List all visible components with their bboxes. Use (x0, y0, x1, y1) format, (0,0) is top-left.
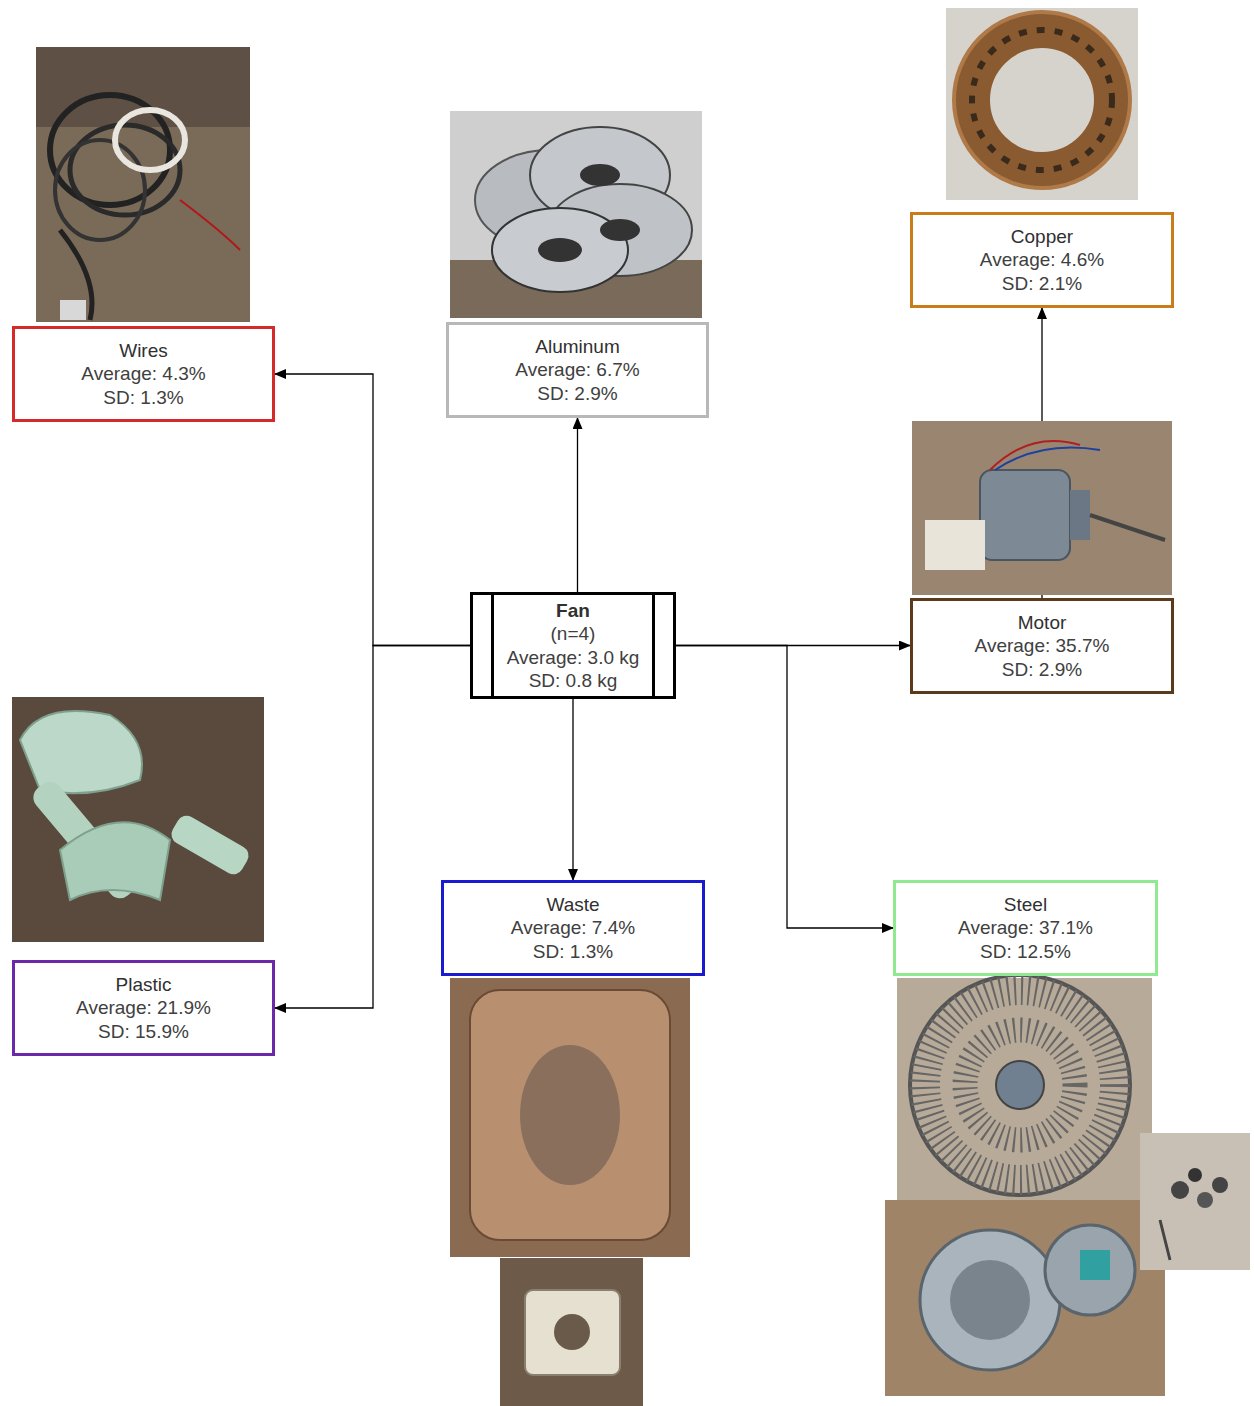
node-value: SD: 2.9% (1002, 658, 1082, 681)
steel-photo (885, 975, 1250, 1396)
material-box: WasteAverage: 7.4%SD: 1.3% (441, 880, 705, 976)
flow-arrow (275, 374, 470, 646)
node-title: Aluminum (535, 335, 619, 358)
node-title: Fan (556, 599, 590, 622)
node-title: Steel (1004, 893, 1047, 916)
wires-photo (36, 47, 250, 322)
node-value: SD: 2.9% (537, 382, 617, 405)
material-box: WiresAverage: 4.3%SD: 1.3% (12, 326, 275, 422)
node-value: SD: 1.3% (533, 940, 613, 963)
flow-arrow (572, 699, 573, 880)
material-box: SteelAverage: 37.1%SD: 12.5% (893, 880, 1158, 976)
node-title: Plastic (116, 973, 172, 996)
plastic-photo (12, 697, 264, 942)
source-box: Fan(n=4)Average: 3.0 kgSD: 0.8 kg (470, 592, 676, 699)
node-value: Average: 37.1% (958, 916, 1093, 939)
flow-arrow (676, 646, 893, 929)
node-value: (n=4) (551, 622, 596, 645)
node-value: SD: 2.1% (1002, 272, 1082, 295)
motor-photo (912, 421, 1172, 595)
waste-photo (450, 978, 690, 1406)
node-value: SD: 1.3% (103, 386, 183, 409)
node-value: Average: 7.4% (511, 916, 635, 939)
node-value: Average: 4.6% (980, 248, 1104, 271)
node-title: Motor (1018, 611, 1067, 634)
flow-arrow (577, 418, 578, 592)
material-box: PlasticAverage: 21.9%SD: 15.9% (12, 960, 275, 1056)
node-value: SD: 12.5% (980, 940, 1071, 963)
node-value: Average: 3.0 kg (507, 646, 640, 669)
copper-photo (946, 8, 1138, 200)
process-bar (491, 595, 494, 696)
aluminum-photo (450, 111, 702, 318)
material-box: MotorAverage: 35.7%SD: 2.9% (910, 598, 1174, 694)
node-value: Average: 35.7% (975, 634, 1110, 657)
node-title: Copper (1011, 225, 1073, 248)
node-value: SD: 0.8 kg (529, 669, 618, 692)
node-value: Average: 21.9% (76, 996, 211, 1019)
material-box: AluminumAverage: 6.7%SD: 2.9% (446, 322, 709, 418)
material-box: CopperAverage: 4.6%SD: 2.1% (910, 212, 1174, 308)
node-title: Waste (546, 893, 599, 916)
node-value: SD: 15.9% (98, 1020, 189, 1043)
node-value: Average: 4.3% (81, 362, 205, 385)
process-bar (652, 595, 655, 696)
node-title: Wires (119, 339, 168, 362)
node-value: Average: 6.7% (515, 358, 639, 381)
